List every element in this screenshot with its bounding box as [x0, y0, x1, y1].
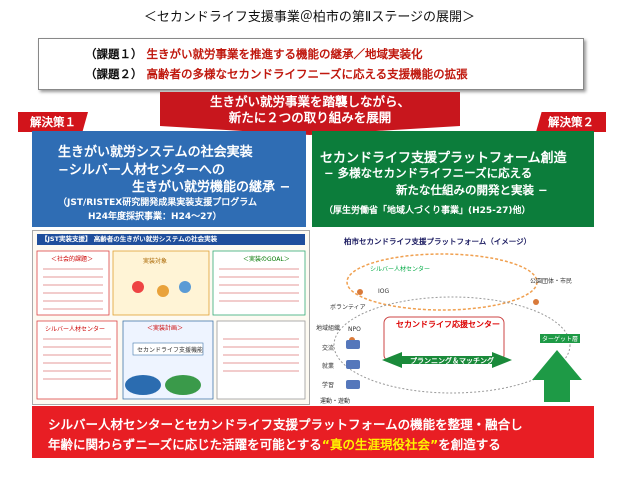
- solution-1-tag: 解決策１: [18, 112, 88, 132]
- node-learning: 学習: [322, 382, 335, 389]
- page-title: ＜セカンドライフ支援事業＠柏市の第Ⅱステージの展開＞: [143, 10, 476, 25]
- platform-diagram-art: [333, 253, 582, 402]
- jst-social-issue-label: ＜社会的課題＞: [51, 256, 94, 263]
- banner-line-1: 生きがい就労事業を踏襲しながら、: [209, 94, 410, 109]
- strategy-banner: 生きがい就労事業を踏襲しながら、 新たに２つの取り組みを展開: [160, 92, 460, 126]
- solution-2-title: セカンドライフ支援プラットフォーム創造: [320, 151, 567, 166]
- support-center-label: セカンドライフ応援センター: [396, 320, 500, 329]
- node-volunteer: ボランティア: [330, 304, 366, 311]
- conclusion-line-2-post: を創造する: [438, 437, 501, 452]
- platform-silver-label: シルバー人材センター: [370, 266, 431, 273]
- matching-label: プランニング＆マッチング: [410, 357, 494, 365]
- solution-1-program: （JST/RISTEX研究開発成果実装支援プログラム: [58, 198, 257, 208]
- platform-diagram: 柏市セカンドライフ支援プラットフォーム（イメージ） セカンドライフ応援センター …: [312, 230, 594, 405]
- solution-1-title: 生きがい就労システムの社会実装: [58, 145, 253, 160]
- issue-2: （課題２） 高齢者の多様なセカンドライフニーズに応える支援機能の拡張: [85, 66, 468, 82]
- conclusion-line-1: シルバー人材センターとセカンドライフ支援プラットフォームの機能を整理・融合し: [48, 417, 523, 432]
- conclusion-line-2: 年齢に関わらずニーズに応じた活躍を可能とする“真の生涯現役社会”を創造する: [48, 434, 501, 453]
- conclusion-highlight: “真の生涯現役社会”: [321, 437, 439, 452]
- solution-2-sub-1: − 多様なセカンドライフニーズに応える: [324, 166, 533, 180]
- solution-2-program: （厚生労働省「地域人づくり事業」(H25-27)他）: [324, 206, 531, 216]
- issue-1: （課題１） 生きがい就労事業を推進する機能の継承／地域実装化: [85, 46, 423, 62]
- banner-line-2: 新たに２つの取り組みを展開: [228, 110, 392, 125]
- solution-2-tag: 解決策２: [536, 112, 606, 132]
- issue-2-label: （課題２）: [85, 67, 143, 81]
- solution-1-sub-1: −シルバー人材センターへの: [58, 163, 225, 178]
- solution-2-box: セカンドライフ支援プラットフォーム創造 − 多様なセカンドライフニーズに応える …: [312, 131, 594, 227]
- issue-1-label: （課題１）: [85, 47, 143, 61]
- node-public-groups: 公園団体・市民: [530, 278, 573, 285]
- jst-plan-label: ＜実装計画＞: [147, 325, 184, 332]
- node-npo: NPO: [348, 326, 361, 333]
- node-employment: 就業: [322, 363, 335, 370]
- jst-diagram: 【JST実装支援】 高齢者の生きがい就労システムの社会実装 ＜社会的課題＞ ＜実…: [32, 230, 310, 405]
- node-target-layer: ターゲット層: [540, 334, 581, 343]
- jst-support-label: セカンドライフ支援機能: [137, 347, 204, 354]
- node-iog: IOG: [378, 288, 390, 295]
- banner-arrow-tip: [160, 126, 460, 135]
- node-community-org: 地域組織: [316, 325, 341, 332]
- node-sports: 運動・遊動: [320, 398, 351, 405]
- jst-diagram-art: [36, 250, 306, 400]
- conclusion-banner: シルバー人材センターとセカンドライフ支援プラットフォームの機能を整理・融合し 年…: [32, 406, 594, 458]
- solution-2-sub-2: 新たな仕組みの開発と実装 −: [396, 183, 548, 197]
- solution-1-box: 生きがい就労システムの社会実装 −シルバー人材センターへの 生きがい就労機能の継…: [32, 131, 306, 227]
- jst-goal-label: ＜実装のGOAL＞: [243, 256, 290, 263]
- platform-diagram-header: 柏市セカンドライフ支援プラットフォーム（イメージ）: [344, 237, 532, 246]
- jst-diagram-header: 【JST実装支援】 高齢者の生きがい就労システムの社会実装: [37, 234, 305, 245]
- node-exchange: 交流: [322, 345, 335, 352]
- jst-target-label: 実装対象: [143, 258, 168, 265]
- issues-box: （課題１） 生きがい就労事業を推進する機能の継承／地域実装化 （課題２） 高齢者…: [38, 38, 584, 90]
- jst-silver-label: シルバー人材センター: [45, 326, 106, 333]
- solution-1-period: H24年度採択事業：H24〜27）: [88, 212, 222, 222]
- issue-2-text: 高齢者の多様なセカンドライフニーズに応える支援機能の拡張: [146, 67, 468, 81]
- issue-1-text: 生きがい就労事業を推進する機能の継承／地域実装化: [146, 47, 423, 61]
- solution-1-sub-2: 生きがい就労機能の継承 −: [132, 180, 291, 195]
- conclusion-line-2-pre: 年齢に関わらずニーズに応じた活躍を可能とする: [48, 437, 322, 452]
